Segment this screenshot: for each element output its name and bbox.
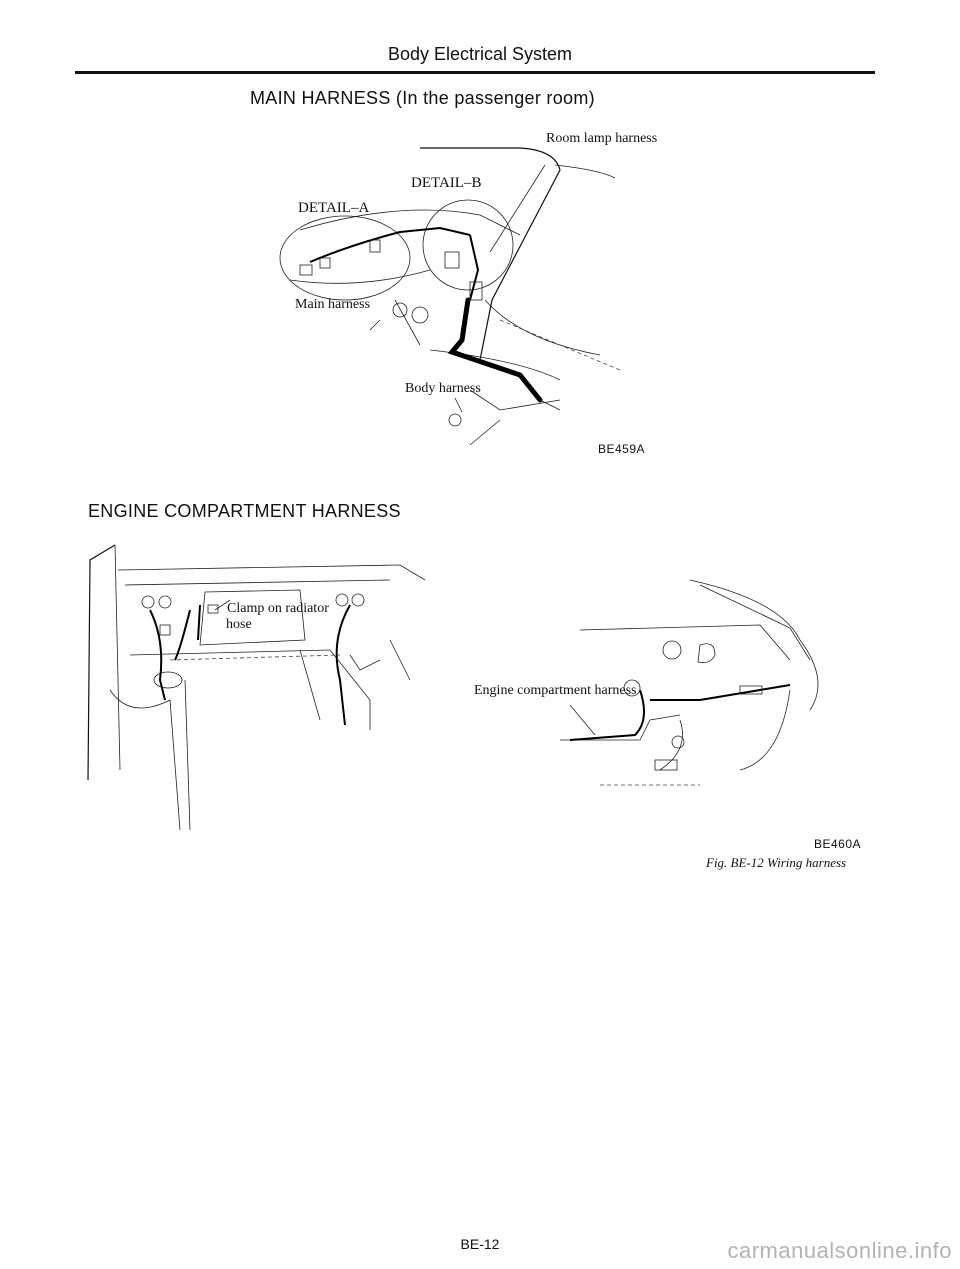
- main-harness-label: Main harness: [295, 297, 371, 312]
- header-rule: [75, 71, 875, 74]
- page-header-title: Body Electrical System: [387, 44, 573, 64]
- clamp-label-line1: Clamp on radiator: [227, 601, 329, 616]
- page-number: BE-12: [460, 1236, 500, 1252]
- body-harness-label: Body harness: [405, 381, 481, 396]
- detail-b-label: DETAIL–B: [411, 175, 482, 191]
- clamp-label-line2: hose: [226, 617, 252, 632]
- room-lamp-harness-label: Room lamp harness: [546, 131, 658, 146]
- engine-harness-title: ENGINE COMPARTMENT HARNESS: [88, 501, 401, 521]
- figure-caption: Fig. BE-12 Wiring harness: [706, 855, 847, 870]
- main-harness-title: MAIN HARNESS (In the passenger room): [250, 88, 595, 108]
- detail-a-label: DETAIL–A: [298, 200, 370, 216]
- figure-code-be459a: BE459A: [598, 442, 646, 456]
- figure-code-be460a: BE460A: [814, 837, 862, 851]
- watermark: carmanualsonline.info: [727, 1238, 952, 1263]
- engine-compartment-harness-label: Engine compartment harness: [474, 683, 637, 698]
